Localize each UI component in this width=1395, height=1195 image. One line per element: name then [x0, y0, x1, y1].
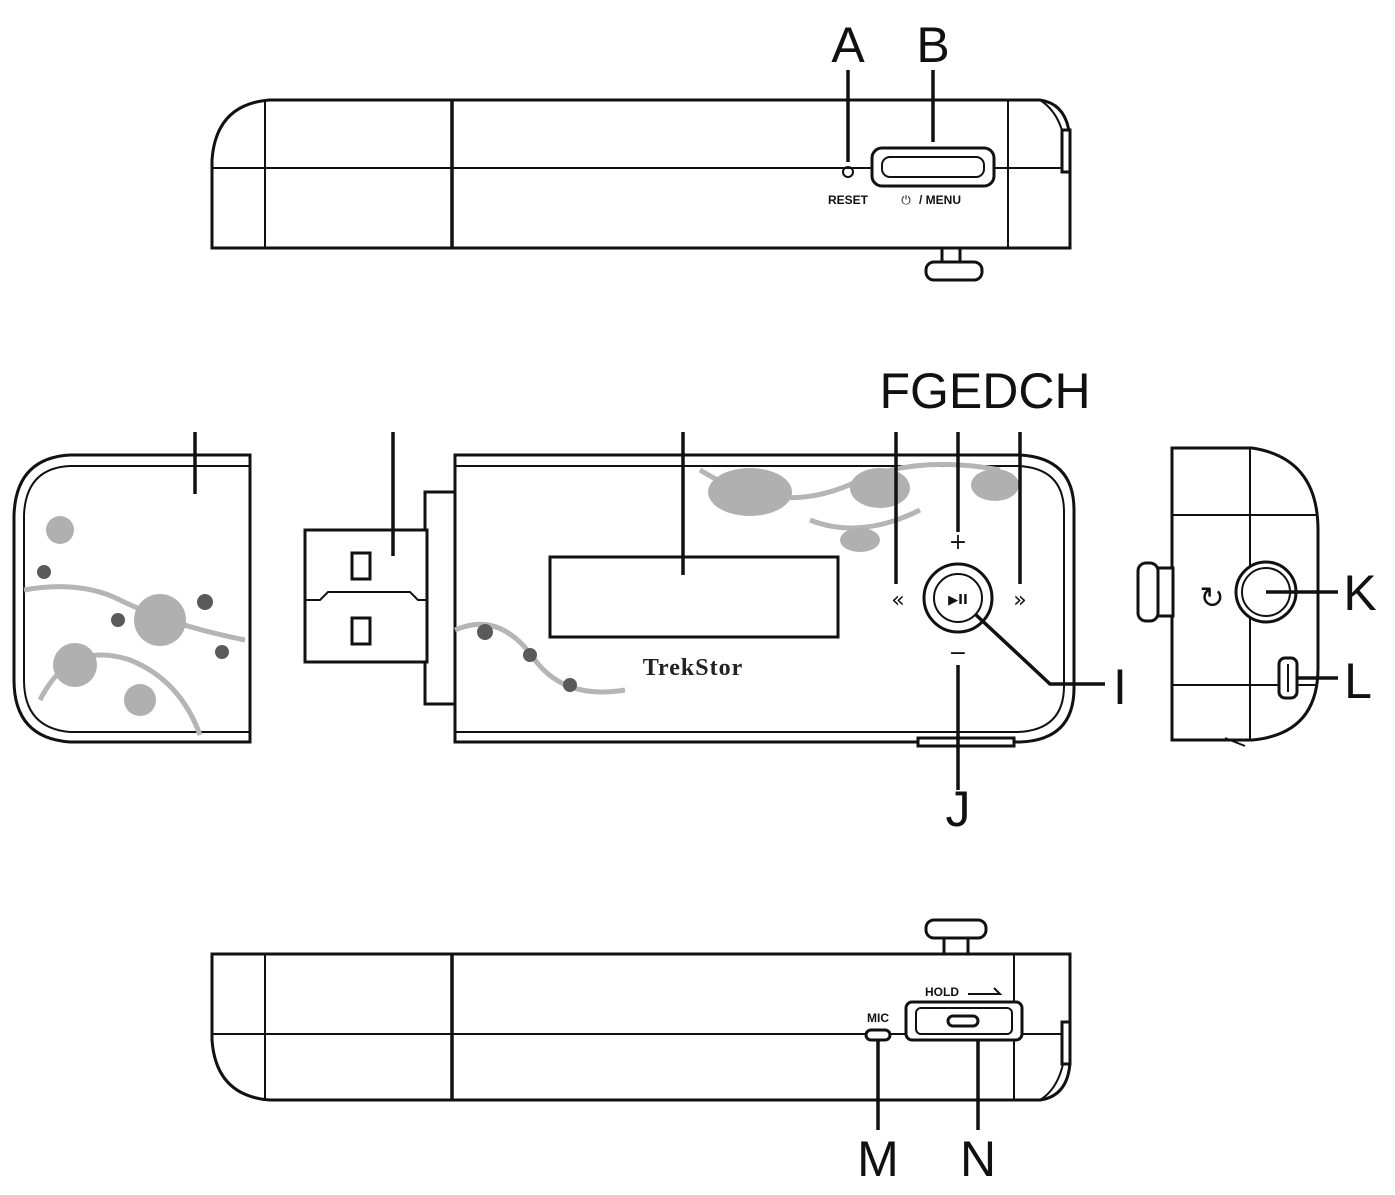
leader-i: [973, 612, 1105, 686]
play-pause-button[interactable]: [933, 573, 983, 623]
callout-i: I: [1113, 659, 1127, 715]
callout-m: M: [857, 1131, 899, 1187]
mic-hole: [864, 1028, 892, 1042]
callout-a: A: [831, 17, 865, 73]
end-view-knob: [1136, 561, 1160, 623]
cap-front-view: [12, 432, 252, 744]
bottom-side-view: HOLD MIC M N: [210, 918, 1072, 1187]
hold-arrow-icon: [968, 987, 1003, 995]
body-vine-top-2: [809, 507, 922, 531]
lanyard-post-top: [940, 246, 962, 264]
reset-hole[interactable]: [842, 166, 854, 178]
play-pause-icon: ▶II: [948, 593, 968, 608]
end-view-clip: [1224, 737, 1246, 747]
top-view-rear-notch: [1060, 128, 1072, 174]
top-view-body: [210, 98, 1072, 250]
top-side-view: RESET ⏻ / MENU A B: [210, 17, 1072, 282]
body-flower-1: [708, 468, 792, 516]
body-flower-3: [971, 469, 1019, 501]
main-body-front-view: TrekStor + « » − ▶II FGEDCH I J: [453, 363, 1127, 837]
usb-connector: [303, 432, 459, 706]
hold-switch-slider[interactable]: [946, 1014, 980, 1028]
repeat-icon: ↻: [1199, 581, 1224, 616]
power-menu-label: / MENU: [919, 193, 961, 207]
hold-label: HOLD: [925, 985, 959, 999]
power-icon: ⏻: [901, 193, 911, 207]
usb-hole-2: [350, 616, 372, 646]
mic-label: MIC: [867, 1011, 889, 1025]
callout-j: J: [946, 781, 971, 837]
lanyard-knob-bottom: [924, 918, 988, 940]
body-bottom-clip: [916, 736, 1016, 748]
cap-flower-2: [46, 516, 74, 544]
body-vine-bottom: [453, 621, 626, 695]
end-view: ↻ K L: [1136, 446, 1377, 747]
lanyard-post-bottom: [942, 936, 970, 956]
cap-vine: [23, 584, 246, 643]
minus-icon[interactable]: −: [949, 641, 967, 666]
power-menu-button-inner: [881, 156, 985, 178]
callout-k: K: [1343, 565, 1376, 621]
main-body-inner-edge: [454, 465, 1065, 733]
usb-collar: [423, 490, 459, 706]
cap-leaf-2: [111, 613, 125, 627]
brand-logo: TrekStor: [643, 655, 743, 681]
cap-flower-4: [124, 684, 156, 716]
lanyard-knob-top: [924, 260, 984, 282]
body-flower-4: [840, 528, 880, 552]
usb-contact-line: [305, 591, 427, 601]
body-leaf-3: [563, 678, 577, 692]
cap-leaf-4: [215, 645, 229, 659]
plus-icon[interactable]: +: [949, 530, 967, 555]
fast-forward-icon[interactable]: »: [1013, 588, 1026, 613]
rewind-icon[interactable]: «: [891, 588, 904, 613]
display-window: [548, 555, 840, 639]
bottom-view-rear-notch: [1060, 1020, 1072, 1066]
bottom-view-body: [210, 952, 1072, 1102]
body-flower-2: [850, 468, 910, 508]
body-leaf-2: [523, 648, 537, 662]
callout-fgedch: FGEDCH: [879, 363, 1090, 419]
cap-leaf: [37, 565, 51, 579]
body-leaf-1: [477, 624, 493, 640]
reset-label: RESET: [828, 193, 869, 207]
callout-n: N: [960, 1131, 996, 1187]
hold-switch-inner: [915, 1007, 1013, 1035]
callout-l: L: [1344, 653, 1372, 709]
cap-flower: [134, 594, 186, 646]
power-menu-button[interactable]: [870, 146, 996, 188]
usb-hole-1: [350, 551, 372, 581]
cap-flower-3: [53, 643, 97, 687]
callout-b: B: [916, 17, 949, 73]
cap-leaf-3: [197, 594, 213, 610]
cap-inner-edge: [23, 465, 251, 733]
